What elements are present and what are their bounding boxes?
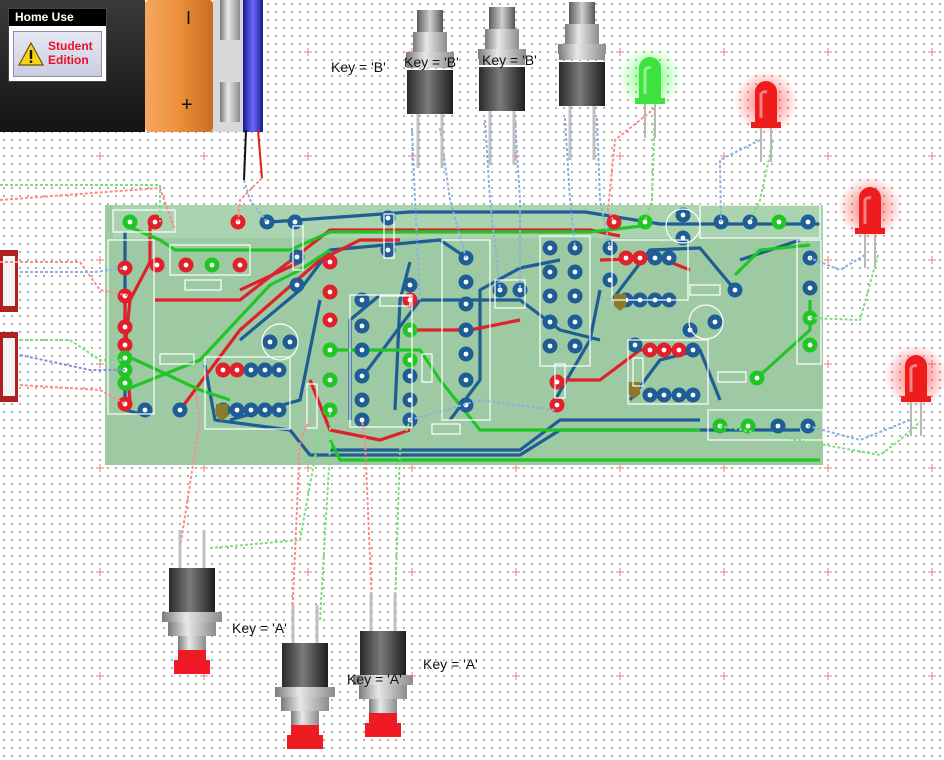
- badge-line-edition: Edition: [48, 53, 89, 67]
- bottom-push-switch-3[interactable]: [353, 593, 413, 737]
- bottom-switch-1-key-label: Key = 'A': [232, 620, 287, 636]
- led-3-red[interactable]: [838, 176, 902, 268]
- student-edition-badge: Home Use Student Edition: [8, 8, 107, 82]
- led-1-green[interactable]: [618, 46, 682, 138]
- top-switch-2-key-label: Key = 'B': [404, 54, 459, 70]
- top-switch-1-key-label: Key = 'B': [331, 59, 386, 75]
- battery-minus-terminal: I: [186, 8, 191, 28]
- top-switch-3-key-label: Key = 'B': [482, 52, 537, 68]
- badge-title: Home Use: [9, 9, 106, 26]
- battery-lead-black: [243, 129, 247, 181]
- jumper-wires: [0, 107, 923, 621]
- badge-body: Student Edition: [13, 31, 102, 77]
- led-2-red[interactable]: [734, 70, 798, 162]
- bottom-push-switch-2[interactable]: [275, 605, 335, 749]
- bottom-switch-2-key-label: Key = 'A': [347, 671, 402, 687]
- badge-text: Student Edition: [48, 39, 93, 67]
- left-connectors[interactable]: [0, 250, 18, 402]
- top-push-switch-1[interactable]: [406, 10, 454, 168]
- component-outlines: [107, 204, 824, 441]
- top-push-switch-2[interactable]: [478, 7, 526, 165]
- top-push-switch-3[interactable]: [558, 2, 606, 160]
- bottom-switch-3-key-label: Key = 'A': [423, 656, 478, 672]
- battery-plus-terminal: +: [181, 94, 193, 116]
- battery-lead-red: [257, 129, 263, 179]
- warning-icon: [18, 42, 44, 66]
- bottom-push-switch-1[interactable]: [162, 530, 222, 674]
- led-4-red[interactable]: [884, 344, 944, 436]
- badge-line-student: Student: [48, 39, 93, 53]
